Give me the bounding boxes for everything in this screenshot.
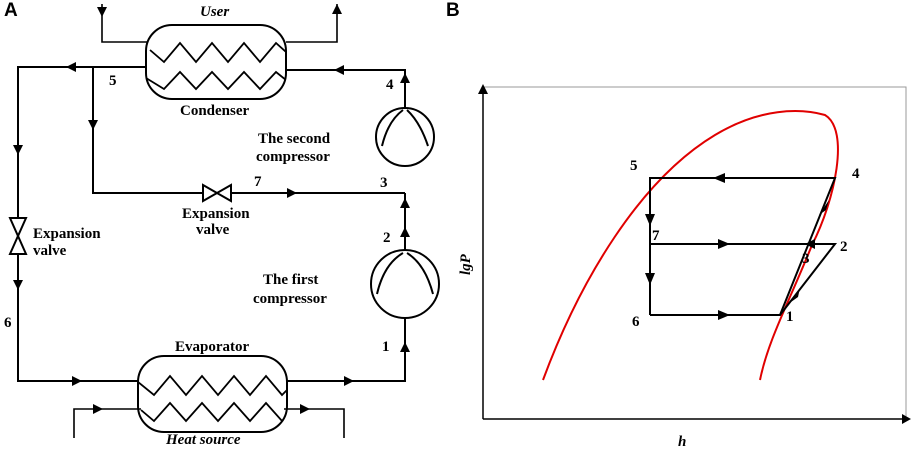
condenser-heat-exchanger <box>145 24 287 100</box>
first-compressor-label-line1: The first <box>263 272 318 288</box>
ph-point-7: 7 <box>652 228 660 244</box>
ph-point-1: 1 <box>786 309 794 325</box>
saturation-dome <box>542 110 839 381</box>
ph-point-6: 6 <box>632 314 640 330</box>
second-compressor-label-line1: The second <box>258 131 331 147</box>
refrigeration-cycle <box>649 177 838 316</box>
ph-point-4: 4 <box>852 166 860 182</box>
flow-arrows <box>13 62 410 386</box>
second-compressor-label-line2: compressor <box>256 149 330 165</box>
ph-point-5: 5 <box>630 158 638 174</box>
schematic-point-2: 2 <box>383 230 391 246</box>
second-compressor-symbol <box>375 107 435 167</box>
first-compressor-label-line2: compressor <box>253 291 327 307</box>
middle-expansion-valve-label-line1: Expansion <box>182 206 250 222</box>
x-axis-label: h <box>678 434 686 450</box>
left-expansion-valve-label-line2: valve <box>33 243 67 259</box>
panel-a-schematic: A User Condenser <box>4 0 440 448</box>
ph-axes <box>478 84 911 424</box>
schematic-point-3: 3 <box>380 175 388 191</box>
user-label: User <box>200 4 229 20</box>
left-expansion-valve-symbol <box>8 217 28 255</box>
refrigerant-piping <box>17 66 406 382</box>
schematic-point-4: 4 <box>386 77 394 93</box>
evaporator-label: Evaporator <box>175 339 250 355</box>
cycle-arrows <box>645 173 829 320</box>
condenser-label: Condenser <box>180 103 250 119</box>
schematic-point-7: 7 <box>254 174 262 190</box>
evaporator-heat-exchanger <box>137 355 288 433</box>
heat-source-loop <box>73 404 345 438</box>
left-expansion-valve-label-line1: Expansion <box>33 226 101 242</box>
heat-source-label: Heat source <box>165 432 241 448</box>
middle-expansion-valve-symbol <box>202 183 232 203</box>
panel-b-ph-diagram: B lgP h 5 4 <box>446 0 911 450</box>
ph-point-3: 3 <box>802 251 810 267</box>
first-compressor-symbol <box>370 249 440 319</box>
y-axis-label: lgP <box>458 253 474 275</box>
schematic-point-1: 1 <box>382 339 390 355</box>
schematic-point-5: 5 <box>109 73 117 89</box>
middle-expansion-valve-label-line2: valve <box>196 222 230 238</box>
panel-b-label: B <box>446 0 460 21</box>
user-water-loop <box>97 4 342 43</box>
panel-a-label: A <box>4 0 18 21</box>
ph-point-2: 2 <box>840 239 848 255</box>
schematic-point-6: 6 <box>4 315 12 331</box>
